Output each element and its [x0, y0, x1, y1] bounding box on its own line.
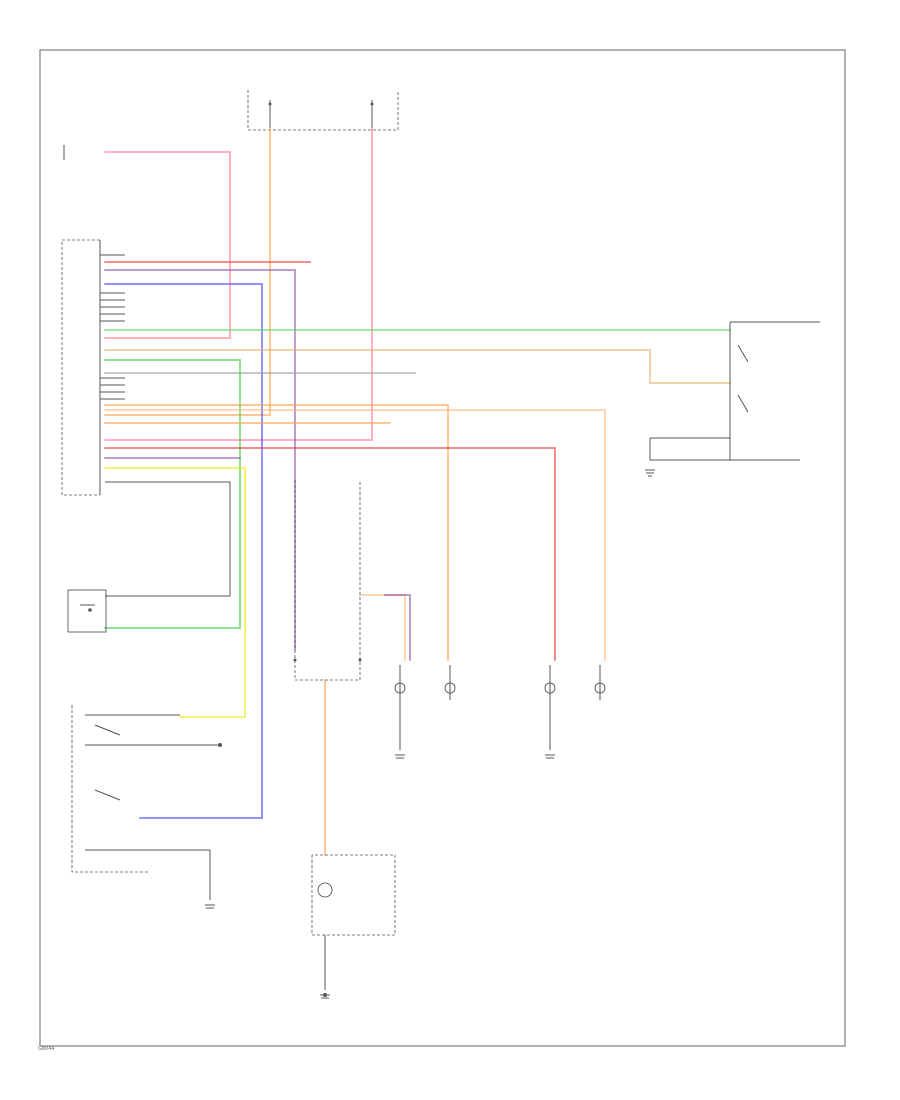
lamp-pair-right [544, 665, 606, 759]
wire-purple [104, 269, 296, 651]
wire-purple-lower [384, 594, 411, 661]
sensor-box [67, 589, 107, 633]
wire-pink [104, 151, 231, 339]
left-connector-block [61, 145, 101, 496]
right-switch-block [645, 321, 820, 477]
wire-yellow [104, 467, 246, 718]
lamp-pair-left [394, 665, 456, 759]
bottom-lamp-assembly [311, 854, 396, 999]
wire-gray-bottom [105, 481, 231, 597]
wire-blue [104, 283, 263, 819]
wire-green [104, 359, 241, 629]
center-pins [293, 658, 362, 662]
wire-tan [104, 349, 731, 384]
wire-orange-2 [104, 404, 449, 661]
diagram-code: G8044 [38, 1046, 55, 1052]
lower-left-switch [71, 705, 222, 909]
wire-light-orange-lower [359, 594, 406, 661]
wire-light-orange [104, 409, 606, 661]
diagram-frame [39, 49, 846, 1047]
connector-pin-stubs [100, 254, 125, 400]
wire-red-long [104, 447, 556, 661]
wire-orange-fuse [104, 127, 271, 416]
wire-red-pink-fuse [104, 127, 373, 441]
fuse-block [247, 90, 399, 131]
center-module [294, 480, 361, 681]
